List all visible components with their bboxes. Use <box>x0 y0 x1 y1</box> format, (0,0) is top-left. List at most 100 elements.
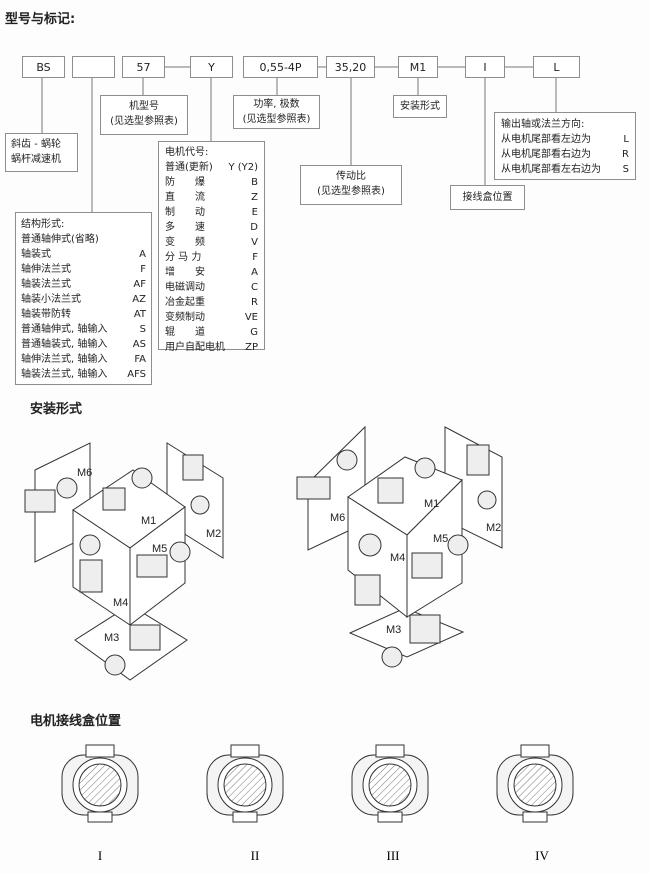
gear-unit-icons <box>24 454 210 676</box>
motor-label: 制 动 <box>165 207 205 218</box>
structure-code: AS <box>132 339 146 350</box>
motor-row: 普通(更新) Y (Y2) <box>165 160 258 175</box>
structure-title: 结构形式: <box>21 219 65 230</box>
right-cube-diagram <box>296 425 503 668</box>
motor-code: R <box>251 297 258 308</box>
label-m4: M4 <box>113 597 128 609</box>
label-m1: M1 <box>424 498 439 510</box>
type-box: 斜齿 - 蜗轮蜗杆减速机 <box>5 133 78 172</box>
structure-label: 普通轴装式, 轴输入 <box>21 339 108 350</box>
structure-code: AFS <box>127 369 146 380</box>
motor-label: 普通(更新) <box>165 162 213 173</box>
motor-row: 用户自配电机 ZP <box>165 340 258 355</box>
position-label-iv: IV <box>535 848 549 863</box>
structure-code: S <box>139 324 146 335</box>
motor-label: 变 频 <box>165 237 205 248</box>
motor-code: Y (Y2) <box>228 162 258 173</box>
structure-label: 普通轴伸式, 轴输入 <box>21 324 108 335</box>
motor-title: 电机代号: <box>165 147 209 158</box>
terminal-position-diagram <box>206 744 284 823</box>
structure-row: 普通轴伸式(省略) <box>21 232 146 247</box>
structure-label: 轴装式 <box>21 249 51 260</box>
motor-code: C <box>251 282 258 293</box>
motor-code: Z <box>251 192 258 203</box>
structure-row: 轴伸法兰式 F <box>21 262 146 277</box>
section-title: 型号与标记: <box>5 12 76 27</box>
type-line: 蜗杆减速机 <box>11 154 61 165</box>
structure-code: AT <box>133 309 146 320</box>
label-m6: M6 <box>77 467 92 479</box>
motor-code: G <box>250 327 258 338</box>
structure-code: F <box>140 264 146 275</box>
motor-label: 多 速 <box>165 222 205 233</box>
output-code: S <box>622 164 629 175</box>
size-label: 机型号 <box>129 101 159 112</box>
terminal-heading: 电机接线盒位置 <box>30 714 122 729</box>
cube-right-face <box>406 478 463 618</box>
structure-label: 普通轴伸式(省略) <box>21 234 99 245</box>
motor-label: 直 流 <box>165 192 205 203</box>
structure-label: 轴装法兰式, 轴输入 <box>21 369 108 380</box>
code-terminal: I <box>465 56 505 78</box>
mount-heading: 安装形式 <box>30 402 83 417</box>
code-structure <box>72 56 115 78</box>
motor-code: A <box>251 267 258 278</box>
power-note: (见选型参照表) <box>242 114 311 125</box>
structure-code: A <box>139 249 146 260</box>
power-box: 功率, 极数(见选型参照表) <box>233 95 320 129</box>
terminal-position-diagram <box>351 744 429 823</box>
code-size: 57 <box>122 56 165 78</box>
label-m2: M2 <box>486 522 501 534</box>
code-output: L <box>533 56 580 78</box>
code-mounting: M1 <box>398 56 438 78</box>
output-label: 从电机尾部看右边为 <box>501 149 591 160</box>
output-title: 输出轴或法兰方向: <box>501 119 585 130</box>
motor-label: 用户自配电机 <box>165 342 225 353</box>
output-code: L <box>623 134 629 145</box>
left-cube-diagram <box>24 442 224 681</box>
motor-label: 防 爆 <box>165 177 205 188</box>
code-power: 0,55-4P <box>243 56 318 78</box>
motor-label: 分 马 力 <box>165 252 202 263</box>
terminal-position-diagram <box>496 744 574 823</box>
structure-row: 普通轴伸式, 轴输入 S <box>21 322 146 337</box>
output-label: 从电机尾部看左右边为 <box>501 164 601 175</box>
structure-label: 轴伸法兰式, 轴输入 <box>21 354 108 365</box>
label-m6: M6 <box>330 512 345 524</box>
motor-label: 冶金起重 <box>165 297 205 308</box>
ratio-note: (见选型参照表) <box>317 186 385 197</box>
structure-label: 轴伸法兰式 <box>21 264 71 275</box>
motor-code: ZP <box>245 342 258 353</box>
structure-code: AF <box>133 279 146 290</box>
label-m3: M3 <box>386 624 401 636</box>
position-label-i: I <box>98 848 102 863</box>
size-box: 机型号(见选型参照表) <box>100 95 188 135</box>
motor-code: D <box>250 222 258 233</box>
terminal-position-diagram <box>61 744 139 823</box>
position-label-ii: II <box>251 848 260 863</box>
motor-code: E <box>251 207 258 218</box>
label-m4: M4 <box>390 552 405 564</box>
code-series: BS <box>22 56 65 78</box>
structure-label: 轴装小法兰式 <box>21 294 81 305</box>
output-row: 从电机尾部看左右边为 S <box>501 162 629 177</box>
ratio-box: 传动比(见选型参照表) <box>300 165 402 205</box>
